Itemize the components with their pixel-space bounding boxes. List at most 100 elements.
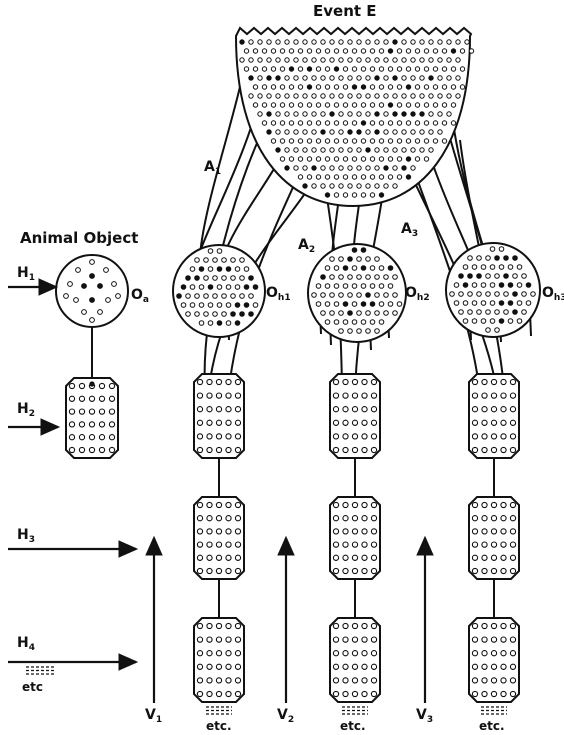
- object-circle-h2-dot: [357, 293, 362, 298]
- column-1-block-1-cell: [197, 434, 202, 439]
- column-2-block-2-cell: [352, 502, 357, 507]
- object-circle-h2-dot: [343, 302, 348, 307]
- event-stipple-dot: [262, 85, 266, 89]
- object-circle-h2-dot: [379, 266, 384, 271]
- column3-etc-label: etc.: [479, 720, 505, 732]
- object-circle-h1-dot: [235, 321, 240, 326]
- column-3-block-3-cell: [472, 623, 477, 628]
- column-3-block-2-cell: [510, 568, 515, 573]
- event-stipple-dot: [312, 184, 316, 188]
- object-circle-h1-dot: [231, 276, 236, 281]
- event-stipple-dot: [312, 148, 316, 152]
- event-stipple-dot: [375, 184, 379, 188]
- object-circle-h1-dot: [244, 303, 249, 308]
- event-stipple-dot: [303, 130, 307, 134]
- object-circle-h3-dot: [513, 310, 518, 315]
- column-1-block-3-cell: [226, 691, 231, 696]
- animal-object-circle: [56, 255, 128, 327]
- event-stipple-dot: [397, 157, 401, 161]
- animal-object-dot: [116, 294, 121, 299]
- column-1-block-2-cell: [216, 542, 221, 547]
- event-stipple-dot: [316, 103, 320, 107]
- oh1-label: Oh1: [266, 286, 291, 303]
- column-2-block-2-cell: [333, 516, 338, 521]
- event-stipple-dot: [460, 85, 464, 89]
- event-stipple-dot: [352, 103, 356, 107]
- column-1-block-1-cell: [197, 420, 202, 425]
- object-circle-h3-dot: [454, 301, 459, 306]
- event-stipple-dot: [361, 175, 365, 179]
- object-circle-h3-dot: [486, 310, 491, 315]
- object-circle-h2-dot: [334, 302, 339, 307]
- object-circle-h2-dot: [339, 293, 344, 298]
- object-circle-h1-dot: [186, 276, 191, 281]
- column-1-block-3-cell: [216, 651, 221, 656]
- column-1-block-3-cell: [197, 651, 202, 656]
- column-2-block-2-cell: [352, 542, 357, 547]
- object-circle-h1-dot: [231, 312, 236, 317]
- column-1-block-2-cell: [216, 502, 221, 507]
- event-stipple-dot: [343, 139, 347, 143]
- column-1-block-1-cell: [216, 407, 221, 412]
- object-circle-h3-dot: [504, 274, 509, 279]
- animal-object-dot: [82, 310, 87, 315]
- event-stipple-dot: [379, 103, 383, 107]
- event-stipple-dot: [420, 58, 424, 62]
- column-3-block-2-cell: [501, 542, 506, 547]
- column-3-block-3-cell: [491, 651, 496, 656]
- event-stipple-dot: [258, 94, 262, 98]
- column-3-block-2-cell: [482, 542, 487, 547]
- event-stipple-dot: [402, 94, 406, 98]
- event-stipple-dot: [366, 76, 370, 80]
- object-circle-h2-dot: [375, 275, 380, 280]
- object-circle-h3-dot: [481, 283, 486, 288]
- column-2-block-3-cell: [362, 623, 367, 628]
- event-stipple-dot: [343, 49, 347, 53]
- event-stipple-dot: [357, 40, 361, 44]
- event-stipple-dot: [298, 67, 302, 71]
- object-circle-h3-dot: [495, 310, 500, 315]
- event-stipple-dot: [285, 58, 289, 62]
- column-1-block-3-cell: [197, 623, 202, 628]
- object-circle-h2-dot: [361, 248, 366, 253]
- object-circle-h3-dot: [477, 292, 482, 297]
- column-2-block-2-cell: [371, 542, 376, 547]
- event-stipple-dot: [289, 103, 293, 107]
- event-stipple-dot: [424, 103, 428, 107]
- event-stipple-dot: [429, 76, 433, 80]
- object-circle-h3-dot: [495, 274, 500, 279]
- animal-block-cell: [79, 422, 84, 427]
- event-stipple-dot: [429, 40, 433, 44]
- column-1-block-2-cell: [197, 529, 202, 534]
- event-stipple-dot: [339, 130, 343, 134]
- event-stipple-dot: [334, 175, 338, 179]
- object-circle-h1-dot: [208, 321, 213, 326]
- column-1-block-3-cell: [216, 691, 221, 696]
- object-circle-h2-dot: [321, 275, 326, 280]
- animal-object-dot: [112, 282, 117, 287]
- column-2-block-3-cell: [371, 637, 376, 642]
- event-stipple-dot: [442, 67, 446, 71]
- event-stipple-dot: [420, 76, 424, 80]
- animal-block-cell: [99, 383, 104, 388]
- object-circle-h1-dot: [249, 312, 254, 317]
- column-2-block-1: [330, 374, 380, 458]
- column-1-block-3-cell: [207, 623, 212, 628]
- event-stipple-dot: [384, 58, 388, 62]
- event-stipple-dot: [267, 94, 271, 98]
- column-2-block-2-cell: [371, 502, 376, 507]
- column-3-block-1-cell: [482, 420, 487, 425]
- event-stipple-dot: [271, 139, 275, 143]
- object-circle-h2-dot: [348, 275, 353, 280]
- column-1-block-1-cell: [216, 393, 221, 398]
- event-stipple-dot: [280, 67, 284, 71]
- animal-block-cell: [69, 422, 74, 427]
- event-stipple-dot: [348, 130, 352, 134]
- event-stipple-dot: [429, 94, 433, 98]
- event-stipple-dot: [438, 130, 442, 134]
- column-1-block-3-cell: [216, 637, 221, 642]
- animal-object-dot: [90, 274, 95, 279]
- column-3-block-2-cell: [510, 555, 515, 560]
- object-circle-h3-dot: [522, 274, 527, 279]
- column-3-block-2: [469, 497, 519, 579]
